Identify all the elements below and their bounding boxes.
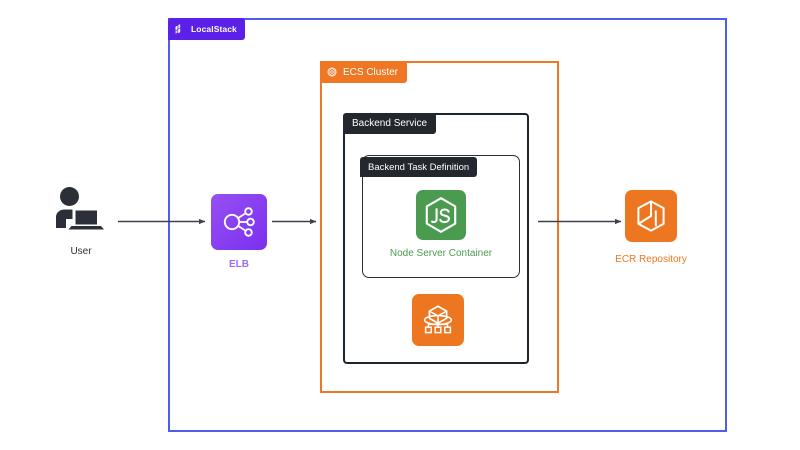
backend-service-badge-label: Backend Service xyxy=(352,118,428,129)
ecr-icon xyxy=(637,200,665,232)
ecs-task-tile xyxy=(412,294,464,346)
node-server-container[interactable]: Node Server Container xyxy=(390,190,492,259)
nodejs-tile xyxy=(416,190,466,240)
backend-task-definition-badge-label: Backend Task Definition xyxy=(368,161,470,173)
ecs-service-icon xyxy=(423,305,453,334)
user-at-laptop-icon xyxy=(56,187,104,230)
node-ecr-repository[interactable]: ECR Repository xyxy=(615,190,687,265)
node-server-container-label: Node Server Container xyxy=(389,248,493,259)
elb-label: ELB xyxy=(229,259,249,270)
node-user[interactable]: User xyxy=(48,186,114,257)
ecs-cluster-badge-label: ECS Cluster xyxy=(343,66,399,78)
ecr-repository-label: ECR Repository xyxy=(615,254,687,265)
elb-tile xyxy=(211,194,267,250)
elb-icon xyxy=(223,207,255,237)
backend-task-definition-badge[interactable]: Backend Task Definition xyxy=(360,157,478,177)
nodejs-icon xyxy=(425,197,457,233)
backend-service-badge[interactable]: Backend Service xyxy=(343,113,437,134)
localstack-badge-label: LocalStack xyxy=(191,24,237,34)
ecs-cluster-icon xyxy=(327,67,337,77)
node-elb[interactable]: ELB xyxy=(211,194,267,270)
localstack-logo-icon xyxy=(175,24,181,34)
node-ecs-task[interactable] xyxy=(412,294,464,346)
localstack-badge[interactable]: LocalStack xyxy=(168,18,245,40)
ecs-cluster-badge[interactable]: ECS Cluster xyxy=(320,61,408,83)
ecr-tile xyxy=(625,190,677,242)
user-label: User xyxy=(70,246,92,257)
